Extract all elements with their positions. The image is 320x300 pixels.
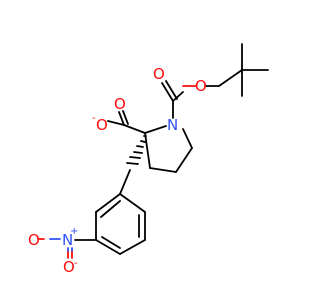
nitro-oxygen-bottom: O [63,258,75,276]
benzene-ring [95,193,146,255]
pyrrolidine-ring [144,125,193,173]
carboxylate-oxygen: O [96,116,108,134]
ring-nitrogen: N [167,116,178,134]
boc-carbamate [161,80,220,119]
ester-oxygen: O [195,77,207,95]
nitro-oxygen-left: O [28,231,40,249]
nitro-group [38,238,97,259]
benzyl-bond [119,169,131,195]
carboxylate-group [107,110,146,134]
molecule-structure: O O N O O - N + O O - [28,43,269,276]
nitro-nitrogen: N [62,231,73,249]
carbonyl-oxygen-left: O [114,95,126,113]
carboxylate-charge: - [92,113,96,124]
tert-butyl-group [218,43,269,97]
nitro-nitrogen-charge: + [70,226,78,237]
carbonyl-oxygen-top: O [153,65,165,83]
stereo-hash-bond [126,135,147,165]
nitro-oxygen-charge: - [74,258,78,269]
